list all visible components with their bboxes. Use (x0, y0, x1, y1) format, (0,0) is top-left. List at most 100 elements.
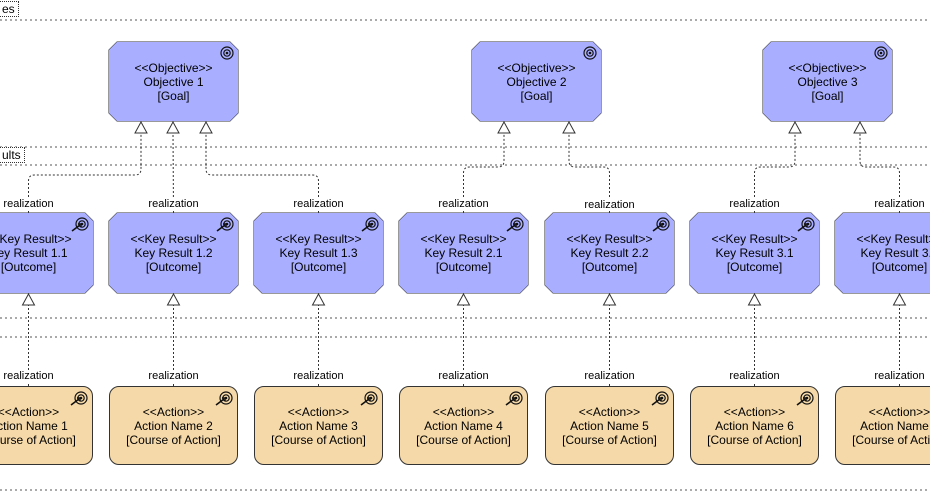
node-stereotype: <<Action>> (142, 404, 205, 419)
realization-arrowhead (21, 292, 36, 306)
realization-connector (754, 133, 796, 213)
action-target-icon (505, 391, 523, 406)
node-type: [Course of Action] (562, 432, 657, 447)
objective-node[interactable]: <<Objective>>Objective 1[Goal] (109, 42, 238, 121)
target-arrow-icon (71, 216, 89, 232)
node-type: [Course of Action] (707, 432, 802, 447)
node-type: [Course of Action] (126, 432, 221, 447)
node-stereotype: <<Key Result>> (566, 232, 653, 246)
key-result-node[interactable]: <<Key Result>>Key Result 1.1[Outcome] (0, 213, 93, 293)
action-node[interactable]: <<Action>>Action Name 5[Course of Action… (545, 386, 674, 465)
node-stereotype: <<Action>> (432, 404, 495, 419)
action-target-icon (796, 391, 814, 406)
realization-label: realization (2, 198, 55, 210)
realization-label: realization (583, 370, 636, 382)
realization-connector (463, 133, 505, 213)
key-result-node[interactable]: <<Key Result>>Key Result 1.2[Outcome] (109, 213, 238, 293)
action-target-icon (651, 391, 669, 406)
node-name: Action Name 7 (860, 418, 930, 433)
action-node[interactable]: <<Action>>Action Name 3[Course of Action… (254, 386, 383, 465)
action-target-icon (215, 391, 233, 406)
action-target-icon (360, 391, 378, 406)
node-type: [Goal] (520, 88, 553, 103)
target-icon (216, 45, 234, 61)
node-type: [Course of Action] (0, 432, 76, 447)
target-arrow-icon (797, 216, 815, 232)
realization-label: realization (2, 370, 55, 382)
node-stereotype: <<Key Result>> (0, 232, 72, 246)
node-name: Action Name 4 (424, 418, 503, 433)
objective-node[interactable]: <<Objective>>Objective 2[Goal] (472, 42, 601, 121)
realization-arrowhead (788, 120, 802, 134)
node-name: Key Result 2.2 (570, 246, 649, 260)
action-node[interactable]: <<Action>>Action Name 4[Course of Action… (399, 386, 528, 465)
node-stereotype: <<Key Result>> (275, 232, 362, 246)
node-type: [Course of Action] (852, 432, 930, 447)
target-arrow-icon (216, 216, 234, 232)
target-arrow-icon (506, 216, 524, 232)
node-name: Key Result 1.1 (0, 246, 68, 260)
node-name: Key Result 3.2 (860, 246, 929, 260)
node-type: [Outcome] (145, 260, 202, 274)
realization-label: realization (437, 198, 490, 210)
node-stereotype: <<Action>> (578, 404, 641, 419)
node-type: [Outcome] (581, 260, 638, 274)
key-result-node[interactable]: <<Key Result>>Key Result 3.2[Outcome] (835, 213, 930, 293)
realization-connector (28, 133, 142, 213)
key-result-node[interactable]: <<Key Result>>Key Result 2.2[Outcome] (545, 213, 674, 293)
lane-label-objectives: es (0, 1, 19, 17)
target-icon (870, 45, 888, 61)
objective-node[interactable]: <<Objective>>Objective 3[Goal] (763, 42, 892, 121)
action-node[interactable]: <<Action>>Action Name 1[Course of Action… (0, 386, 93, 465)
node-stereotype: <<Key Result>> (130, 232, 217, 246)
realization-label: realization (147, 370, 200, 382)
realization-arrowhead (602, 292, 617, 306)
node-name: Objective 3 (797, 74, 858, 89)
node-type: [Outcome] (435, 260, 492, 274)
node-name: Key Result 1.3 (279, 246, 358, 260)
node-type: [Outcome] (290, 260, 347, 274)
node-type: [Outcome] (0, 260, 57, 274)
node-stereotype: <<Key Result>> (420, 232, 507, 246)
target-arrow-icon (361, 216, 379, 232)
node-type: [Course of Action] (271, 432, 366, 447)
node-stereotype: <<Action>> (0, 404, 60, 419)
node-name: Action Name 5 (570, 418, 649, 433)
node-stereotype: <<Action>> (868, 404, 930, 419)
key-result-node[interactable]: <<Key Result>>Key Result 2.1[Outcome] (399, 213, 528, 293)
action-node[interactable]: <<Action>>Action Name 6[Course of Action… (690, 386, 819, 465)
node-type: [Goal] (157, 88, 190, 103)
node-stereotype: <<Objective>> (497, 60, 576, 75)
realization-arrowhead (166, 120, 180, 134)
node-name: Key Result 3.1 (715, 246, 794, 260)
realization-label: realization (292, 370, 345, 382)
key-result-node[interactable]: <<Key Result>>Key Result 3.1[Outcome] (690, 213, 819, 293)
node-stereotype: <<Key Result>> (856, 232, 929, 246)
node-stereotype: <<Key Result>> (711, 232, 798, 246)
action-node[interactable]: <<Action>>Action Name 7[Course of Action… (835, 386, 930, 465)
node-stereotype: <<Objective>> (134, 60, 213, 75)
realization-label: realization (728, 198, 781, 210)
realization-label: realization (292, 198, 345, 210)
realization-label: realization (728, 370, 781, 382)
node-type: [Goal] (811, 88, 844, 103)
node-name: Key Result 1.2 (134, 246, 213, 260)
node-name: Objective 1 (143, 74, 204, 89)
realization-arrowhead (311, 292, 326, 306)
node-type: [Course of Action] (416, 432, 511, 447)
realization-label: realization (437, 370, 490, 382)
node-stereotype: <<Action>> (287, 404, 350, 419)
realization-arrowhead (497, 120, 511, 134)
realization-label: realization (147, 198, 200, 210)
action-node[interactable]: <<Action>>Action Name 2[Course of Action… (109, 386, 238, 465)
node-name: Objective 2 (506, 74, 567, 89)
realization-label: realization (583, 199, 636, 211)
node-name: Action Name 6 (715, 418, 794, 433)
node-stereotype: <<Action>> (723, 404, 786, 419)
realization-arrowhead (166, 292, 181, 306)
lane-label-key-results: ults (0, 147, 25, 163)
realization-arrowhead (134, 120, 148, 134)
node-name: Action Name 2 (134, 418, 213, 433)
key-result-node[interactable]: <<Key Result>>Key Result 1.3[Outcome] (254, 213, 383, 293)
